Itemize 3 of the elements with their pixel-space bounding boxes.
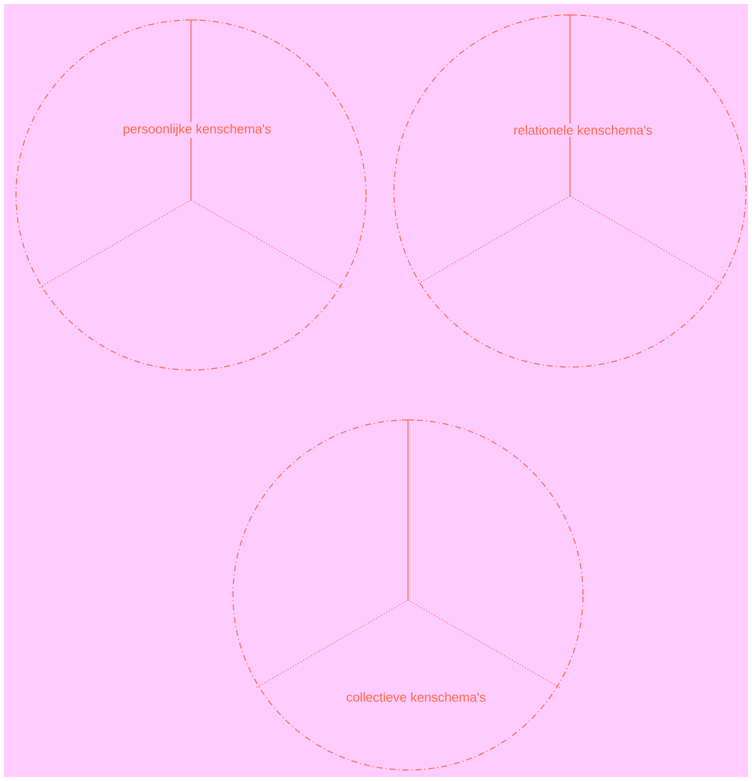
circle-label: collectieve kenschema's (344, 690, 488, 704)
circle-label: relationele kenschema's (511, 123, 655, 137)
circle-label: persoonlijke kenschema's (120, 122, 274, 138)
